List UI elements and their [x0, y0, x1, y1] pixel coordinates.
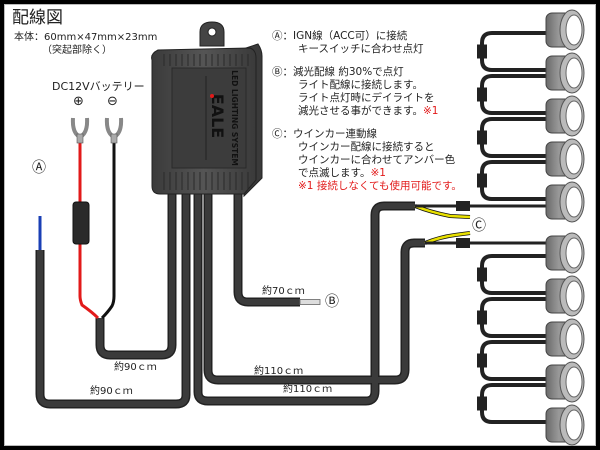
- length-battery-wire: 約90ｃｍ: [114, 362, 157, 373]
- logo-red-dot: [210, 94, 214, 98]
- led-light: [545, 9, 585, 51]
- positive-lead: [78, 140, 100, 320]
- legend-b-line1: Ⓑ：減光配線 約30%で点灯: [272, 66, 404, 78]
- led-light: [545, 361, 585, 403]
- legend-c-line2: ウインカー配線に接続すると: [298, 141, 435, 153]
- led-chain-loop: [480, 297, 548, 338]
- led-chain-connector: [477, 44, 487, 59]
- legend-b-line4: 減光させる事ができます。※1: [298, 105, 438, 118]
- connector-lower: [456, 238, 470, 248]
- led-harness-lower: [193, 190, 415, 406]
- led-light: [545, 52, 585, 94]
- length-led-wire-lower: 約110ｃｍ: [283, 384, 333, 395]
- led-chain-connector: [477, 353, 487, 368]
- legend-b-line3: ライト点灯時にデイライトを: [298, 92, 435, 104]
- led-light: [545, 404, 585, 446]
- led-light: [545, 95, 585, 137]
- battery-label: DC12Vバッテリー: [52, 80, 145, 93]
- b-wire-tip: [299, 299, 321, 305]
- positive-symbol: ⊕: [73, 94, 84, 109]
- led-chain-wires: [477, 31, 548, 424]
- brand-logo: EALE: [208, 94, 227, 138]
- legend-c-line4-text: で点滅します。: [298, 167, 371, 179]
- legend-a-line1: Ⓐ：IGN線（ACC可）に接続: [272, 30, 408, 42]
- marker-a: Ⓐ: [32, 160, 46, 176]
- led-chain-loop: [480, 160, 548, 201]
- led-light: [545, 181, 585, 223]
- legend-c-note: ※1: [370, 167, 386, 179]
- length-b-wire: 約70ｃｍ: [262, 286, 305, 297]
- legend-b-line4-text: 減光させる事ができます。: [298, 105, 423, 117]
- main-wires: [35, 190, 425, 409]
- legend-b-line2: ライト配線に接続します。: [298, 79, 423, 91]
- length-ign-wire: 約90ｃｍ: [90, 386, 133, 397]
- legend-c-line1: Ⓒ：ウインカー連動線: [272, 128, 377, 140]
- led-chain-connector: [477, 267, 487, 282]
- connector-upper: [456, 201, 470, 211]
- led-chain-loop: [480, 31, 548, 72]
- legend-b-note: ※1: [422, 105, 439, 117]
- led-chain-connector: [477, 173, 487, 188]
- led-light: [545, 275, 585, 317]
- legend-a-line2: キースイッチに合わせ点灯: [298, 43, 424, 55]
- negative-lead: [100, 140, 116, 320]
- dimensions-line2: （突起部除く）: [42, 45, 112, 56]
- fuse-holder: [72, 201, 90, 245]
- led-chain-loop: [480, 383, 548, 424]
- led-chain-connector: [477, 87, 487, 102]
- legend-c-line4: で点滅します。※1: [298, 167, 386, 180]
- led-light: [545, 318, 585, 360]
- length-led-wire-upper: 約110ｃｍ: [254, 366, 304, 377]
- device-label: LED LIGHTING SYSTEM: [230, 70, 239, 166]
- led-chain-loop: [480, 254, 548, 295]
- battery-harness: [95, 190, 177, 360]
- led-chain-connector: [477, 310, 487, 325]
- dimensions-line1: 本体：60mm×47mm×23mm: [14, 32, 158, 43]
- led-light: [545, 138, 585, 180]
- diagram-canvas: [6, 6, 594, 444]
- led-chain-loop: [480, 117, 548, 158]
- led-lights: [545, 9, 585, 446]
- led-chain-connector: [477, 396, 487, 411]
- control-box: EALE LED LIGHTING SYSTEM: [151, 21, 263, 198]
- led-chain-connector: [477, 130, 487, 145]
- marker-b: Ⓑ: [325, 294, 339, 310]
- legend-footnote: ※1 接続しなくても使用可能です。: [298, 180, 462, 192]
- negative-symbol: ⊖: [107, 94, 118, 109]
- marker-c: Ⓒ: [472, 218, 486, 234]
- page-title: 配線図: [12, 8, 63, 28]
- led-light: [545, 232, 585, 274]
- negative-terminal: [104, 117, 124, 144]
- legend-c-line3: ウインカーに合わせてアンバー色: [298, 154, 456, 166]
- led-chain-loop: [480, 340, 548, 381]
- led-chain-loop: [480, 74, 548, 115]
- positive-terminal: [70, 117, 90, 144]
